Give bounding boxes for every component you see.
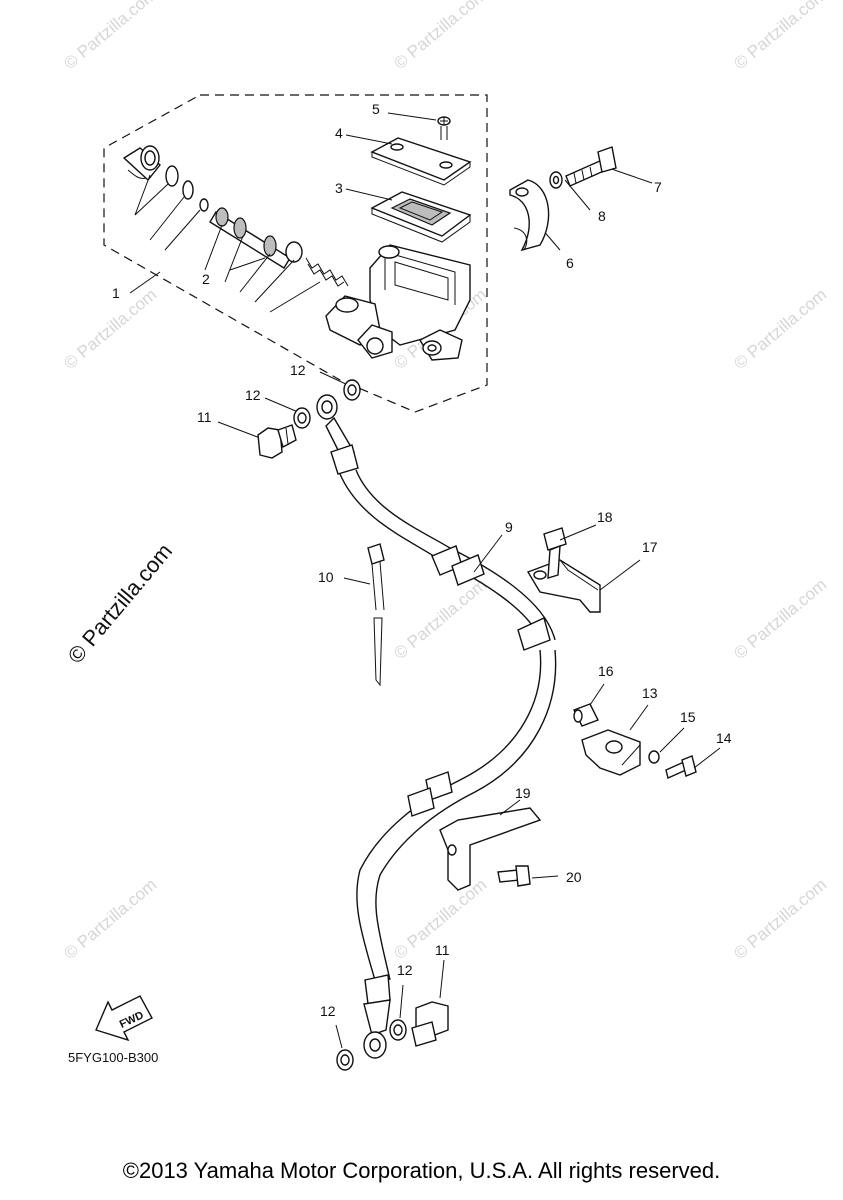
part-8-washer: [549, 171, 563, 189]
callout-10: 10: [318, 569, 334, 585]
callout-16: 16: [598, 663, 614, 679]
callout-12: 12: [290, 362, 306, 378]
watermark: © Partzilla.com: [730, 575, 830, 663]
part-10-cable-tie: [343, 543, 385, 687]
part-2-piston-kit: [122, 145, 349, 287]
callout-3: 3: [335, 180, 343, 196]
callout-7: 7: [654, 179, 662, 195]
callout-12b: 12: [397, 962, 413, 978]
callout-20: 20: [566, 869, 582, 885]
part-4-reservoir-cap: [370, 137, 472, 186]
part-15-washer: [648, 727, 685, 764]
callout-12c: 12: [320, 1003, 336, 1019]
part-7-bolt: [565, 146, 617, 187]
callout-11b: 11: [435, 942, 450, 958]
part-5-screw: [437, 116, 451, 140]
callout-11: 11: [197, 409, 212, 425]
watermark: © Partzilla.com: [730, 0, 830, 73]
part-13-hose-clamp: [581, 704, 649, 776]
watermark: © Partzilla.com: [730, 875, 830, 963]
part-14-screw: [665, 747, 721, 779]
callout-19: 19: [515, 785, 531, 801]
callout-18: 18: [597, 509, 613, 525]
leader-line: [473, 534, 503, 573]
part-20-bolt: [497, 865, 559, 887]
part-19-hose-guide: [439, 799, 542, 891]
part-17-hose-holder: [526, 559, 641, 613]
callout-5: 5: [372, 101, 380, 117]
callout-4: 4: [335, 125, 343, 141]
watermark: © Partzilla.com: [390, 0, 490, 73]
copyright-footer: ©2013 Yamaha Motor Corporation, U.S.A. A…: [122, 1158, 721, 1183]
master-cylinder-body: [325, 244, 471, 361]
callout-9: 9: [505, 519, 513, 535]
callout-6: 6: [566, 255, 574, 271]
diagram-code: 5FYG100-B300: [68, 1050, 158, 1065]
part-18-bolt: [543, 524, 597, 579]
watermark: © Partzilla.com: [390, 575, 490, 663]
callout-8: 8: [598, 208, 606, 224]
watermark: © Partzilla.com: [730, 285, 830, 373]
assembly-boundary: [103, 94, 488, 413]
part-16-collar: [573, 683, 605, 727]
watermark: © Partzilla.com: [60, 285, 160, 373]
callout-1: 1: [112, 285, 120, 301]
part-3-diaphragm: [370, 191, 472, 243]
part-11-union-bolt: [257, 424, 297, 459]
part-12-washer: [293, 379, 361, 429]
callout-labels: 1 2 3 4 5 6 7 8 9 10 11 12 13 14 15 16 1…: [112, 101, 732, 1019]
callout-12a: 12: [245, 387, 261, 403]
fwd-arrow-icon: FWD: [95, 995, 153, 1042]
watermark: © Partzilla.com: [60, 875, 160, 963]
callout-13: 13: [642, 685, 658, 701]
part-12-washer: [335, 984, 407, 1071]
watermark-large: © Partzilla.com: [63, 539, 177, 669]
part-6-handlebar-clamp: [509, 179, 550, 252]
part-9-brake-hose: [316, 394, 557, 1059]
watermark: © Partzilla.com: [60, 0, 160, 73]
watermark-layer: © Partzilla.com © Partzilla.com © Partzi…: [60, 0, 830, 963]
part-11-union-bolt: [411, 959, 449, 1047]
callout-14: 14: [716, 730, 732, 746]
callout-17: 17: [642, 539, 658, 555]
callout-15: 15: [680, 709, 696, 725]
callout-2: 2: [202, 271, 210, 287]
